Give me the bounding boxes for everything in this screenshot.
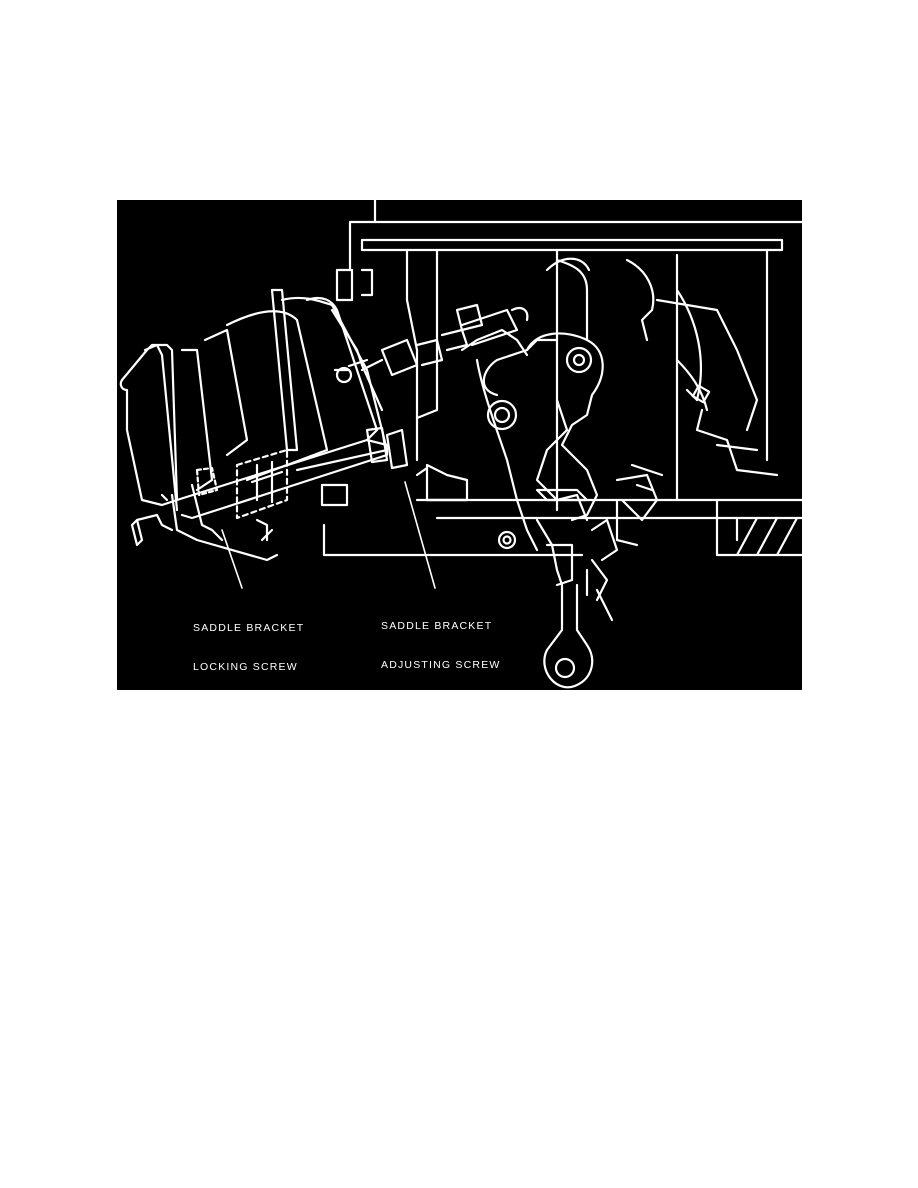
throttle-lever: [460, 328, 664, 689]
callout-adjusting-line3: CURB IDLE: [381, 698, 448, 710]
carburetor-diagram: SADDLE BRACKET LOCKING SCREW FOR CURB ID…: [117, 200, 802, 712]
carburetor-line-drawing: [119, 200, 802, 689]
carburetor-body: [322, 200, 802, 557]
callout-adjusting-line1: SADDLE BRACKET: [381, 620, 493, 632]
leader-adjusting-screw: [404, 481, 436, 589]
callout-locking-line3: FOR CURB IDLE: [193, 700, 290, 712]
leader-locking-screw: [221, 529, 243, 589]
callout-leaders: [221, 481, 436, 589]
callout-adjusting-line2: ADJUSTING SCREW: [381, 659, 501, 671]
callout-adjusting-screw: SADDLE BRACKET ADJUSTING SCREW CURB IDLE: [381, 594, 501, 737]
callout-locking-line1: SADDLE BRACKET: [193, 622, 305, 634]
callout-locking-line2: LOCKING SCREW: [193, 661, 298, 673]
dashpot-assembly: [119, 288, 529, 562]
callout-locking-screw: SADDLE BRACKET LOCKING SCREW FOR CURB ID…: [193, 596, 304, 739]
